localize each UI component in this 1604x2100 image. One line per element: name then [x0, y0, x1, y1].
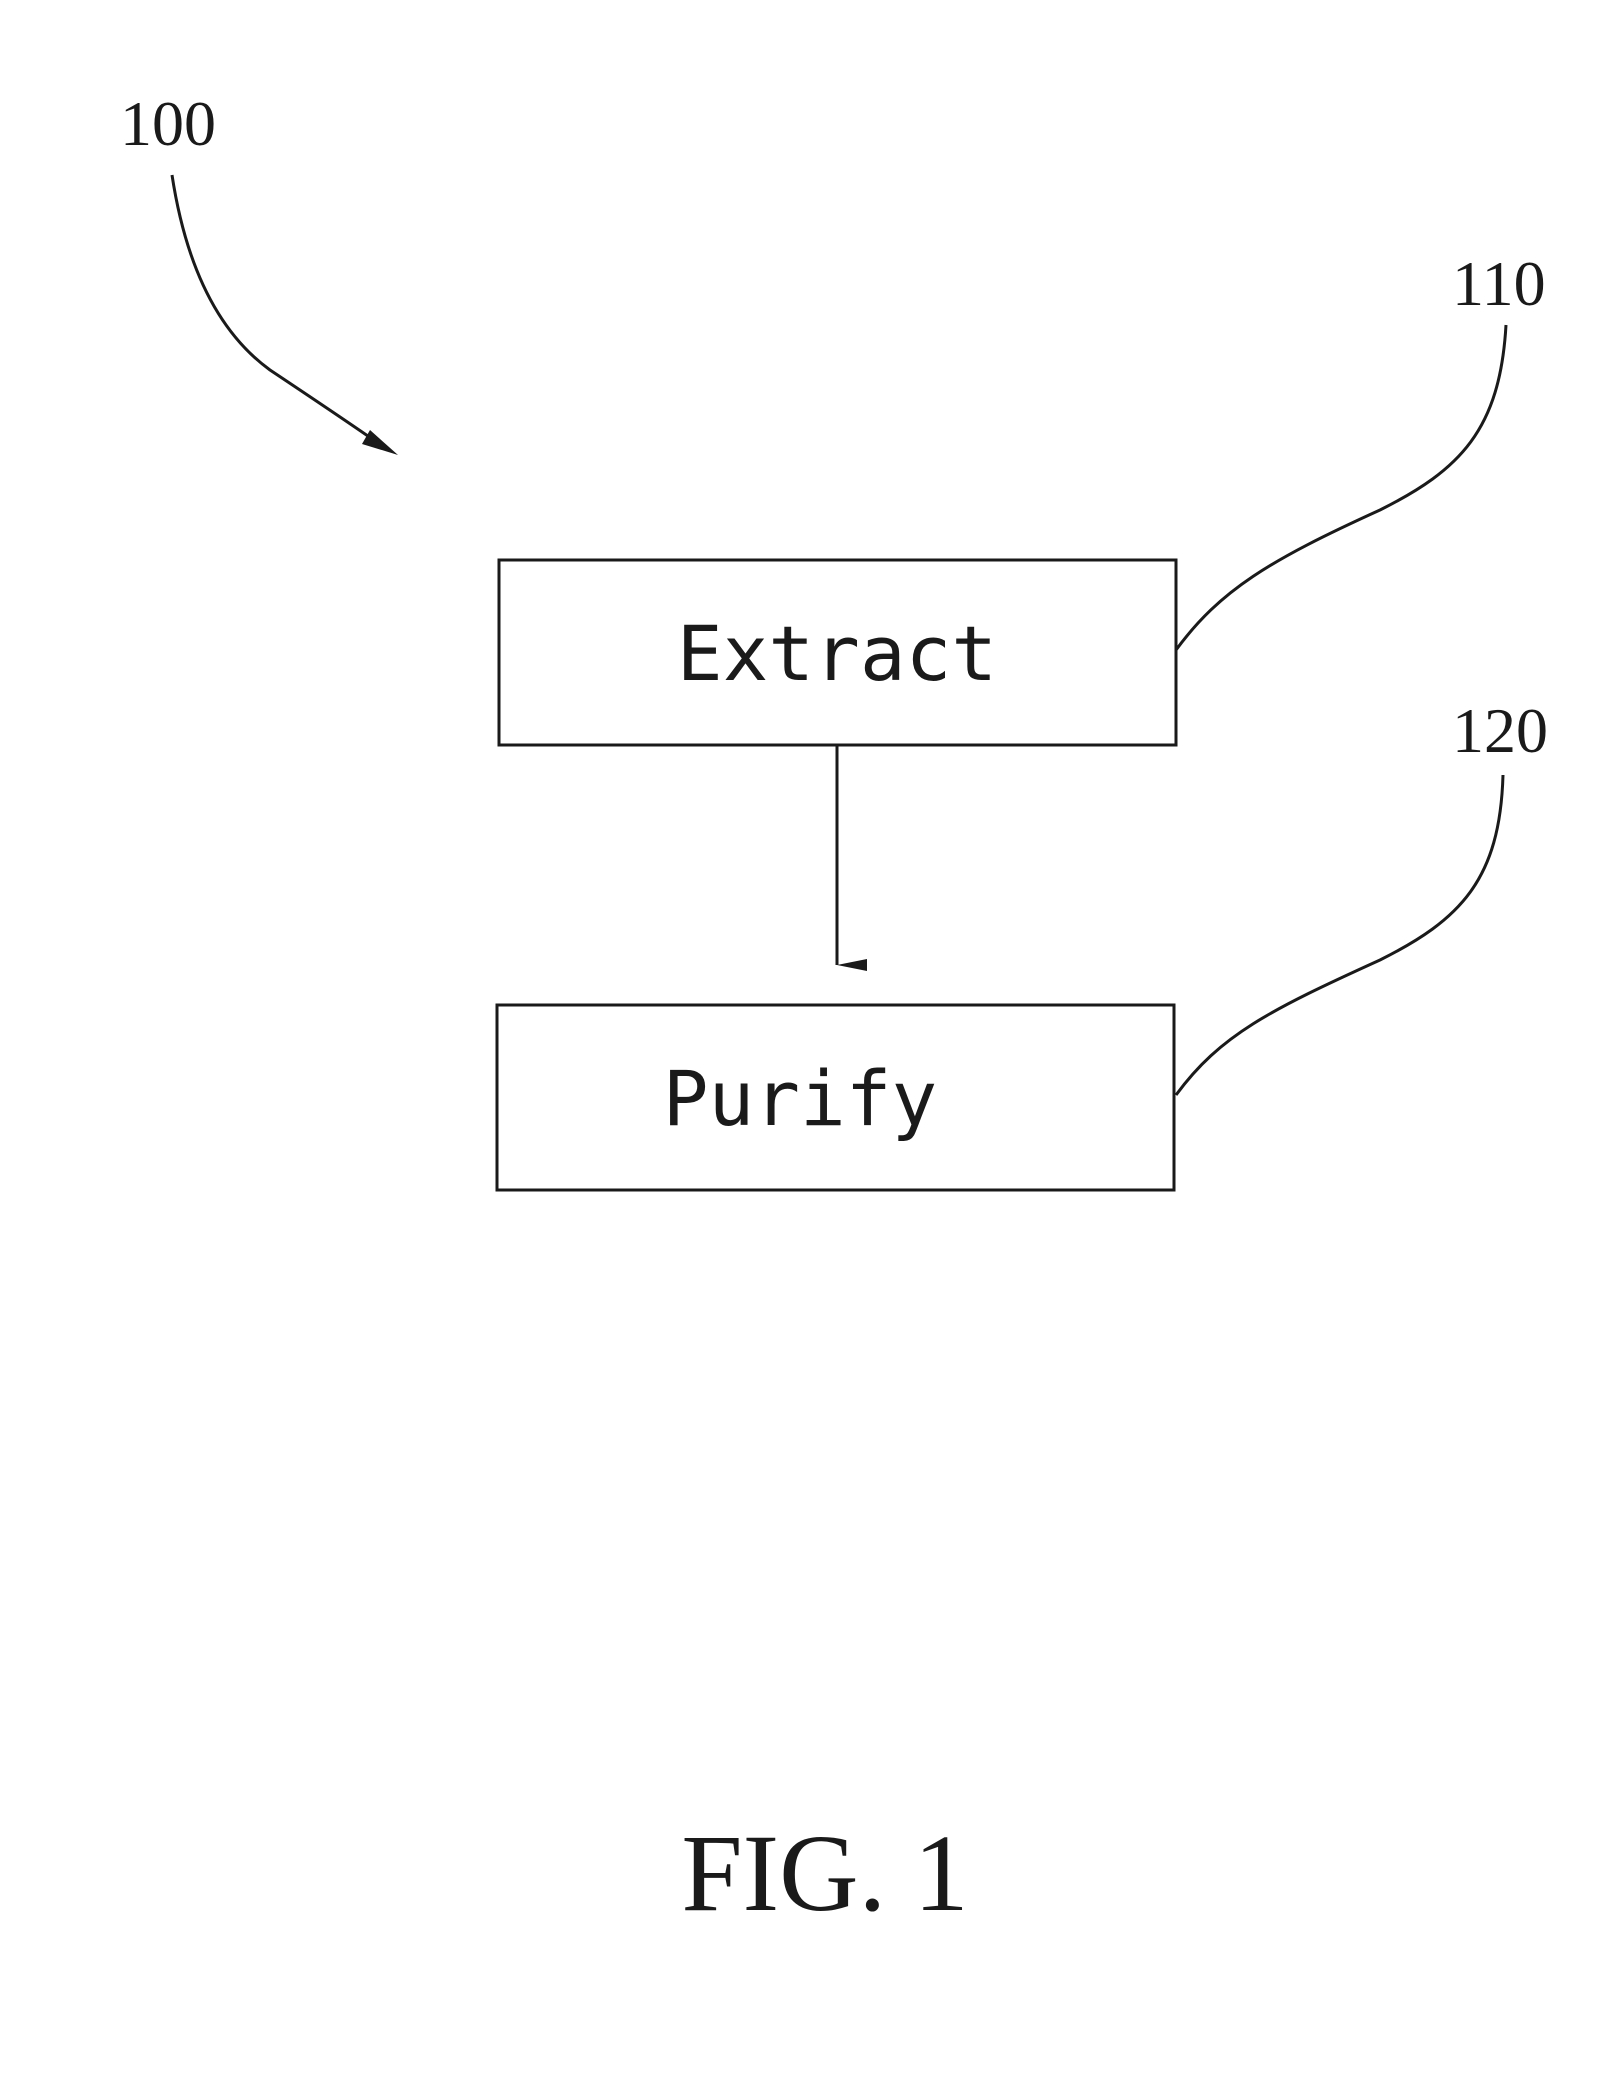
- step-box-extract: Extract: [499, 560, 1176, 745]
- leader-100-arrowhead-icon: [362, 430, 398, 455]
- step-box-purify: Purify: [497, 1005, 1174, 1190]
- step-label-extract: Extract: [677, 609, 997, 698]
- leader-120: [1176, 775, 1503, 1095]
- leader-110: [1176, 325, 1506, 650]
- figure-caption: FIG. 1: [681, 1812, 968, 1934]
- ref-numeral-110: 110: [1452, 248, 1546, 319]
- ref-numeral-120: 120: [1452, 695, 1548, 766]
- ref-numeral-100: 100: [120, 88, 216, 159]
- step-label-purify: Purify: [663, 1054, 938, 1143]
- leader-100: [172, 175, 378, 443]
